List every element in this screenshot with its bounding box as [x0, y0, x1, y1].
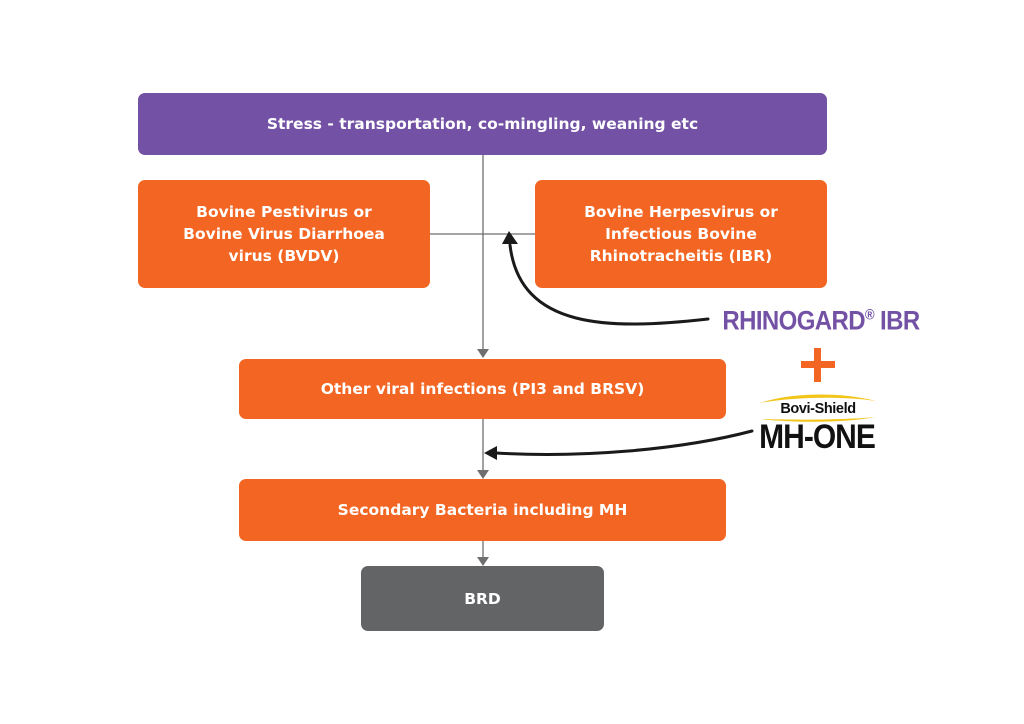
mh-one-product: MH-ONE	[759, 418, 876, 456]
brd-arrowhead	[477, 557, 489, 566]
logo-swoosh-icon	[760, 394, 876, 422]
other-viral-infections-label: Other viral infections (PI3 and BRSV)	[320, 380, 645, 398]
bvdv-box: Bovine Pestivirus or Bovine Virus Diarrh…	[138, 180, 430, 288]
viral-arrowhead	[477, 349, 489, 358]
brd-box: BRD	[361, 566, 604, 631]
rhinogard-callout-arrowhead	[502, 231, 518, 244]
ibr-label: Bovine Herpesvirus or Infectious Bovine …	[584, 203, 778, 265]
bovi-shield-mh-one-logo: Bovi-Shield MH-ONE	[752, 392, 882, 462]
bovi-shield-brand: Bovi-Shield	[780, 401, 856, 417]
brd-label: BRD	[464, 589, 501, 608]
rhinogard-name: RHINOGARD	[722, 306, 865, 337]
bacteria-arrowhead	[477, 470, 489, 479]
rhinogard-ibr-logo: RHINOGARD® IBR	[716, 306, 926, 337]
bovishield-callout-arrowhead	[484, 446, 497, 460]
stress-label: Stress - transportation, co-mingling, we…	[266, 115, 699, 133]
stress-box: Stress - transportation, co-mingling, we…	[138, 93, 827, 155]
bvdv-label: Bovine Pestivirus or Bovine Virus Diarrh…	[183, 203, 385, 265]
bovishield-callout-arrow	[494, 429, 754, 456]
secondary-bacteria-label: Secondary Bacteria including MH	[337, 501, 628, 519]
ibr-box: Bovine Herpesvirus or Infectious Bovine …	[535, 180, 827, 288]
secondary-bacteria-box: Secondary Bacteria including MH	[239, 479, 726, 541]
plus-icon	[801, 348, 835, 382]
rhinogard-suffix: IBR	[873, 306, 920, 337]
registered-mark: ®	[865, 306, 875, 323]
other-viral-infections-box: Other viral infections (PI3 and BRSV)	[239, 359, 726, 419]
